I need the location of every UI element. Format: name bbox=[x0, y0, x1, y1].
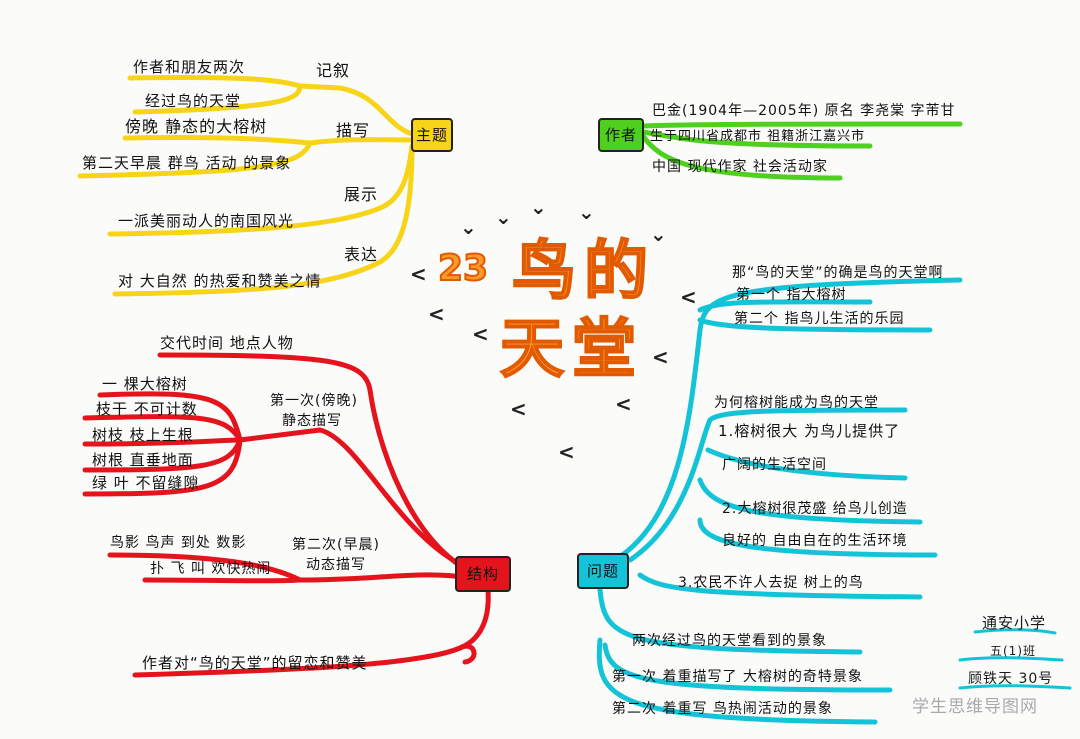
question-item: 第一次 着重描写了 大榕树的奇特景象 bbox=[612, 669, 863, 685]
structure-item: 静态描写 bbox=[282, 413, 342, 429]
bird-icon: < bbox=[410, 262, 427, 286]
title-line1: 鸟的 bbox=[511, 234, 656, 310]
bird-icon: < bbox=[558, 440, 575, 464]
theme-item: 作者和朋友两次 bbox=[133, 58, 246, 76]
structure-branch-lines bbox=[82, 352, 493, 678]
question-item: 广阔的生活空间 bbox=[722, 457, 827, 473]
theme-show-label: 展示 bbox=[344, 185, 379, 204]
structure-item: 作者对“鸟的天堂”的留恋和赞美 bbox=[142, 654, 368, 672]
structure-item: 交代时间 地点人物 bbox=[160, 334, 294, 352]
watermark-text: 学生思维导图网 bbox=[912, 697, 1038, 717]
theme-narrate-label: 记叙 bbox=[316, 61, 351, 80]
question-item: 2.大榕树很茂盛 给鸟儿创造 bbox=[722, 501, 908, 517]
structure-item: 枝干 不可计数 bbox=[96, 400, 198, 418]
bird-icon: < bbox=[615, 392, 632, 416]
question-item: 那“鸟的天堂”的确是鸟的天堂啊 bbox=[732, 265, 944, 281]
bird-icon: < bbox=[510, 397, 527, 421]
theme-item: 对 大自然 的热爱和赞美之情 bbox=[118, 272, 322, 290]
bird-icon: < bbox=[680, 285, 697, 309]
question-item: 两次经过鸟的天堂看到的景象 bbox=[632, 633, 827, 649]
bird-icon: ⌄ bbox=[460, 215, 477, 239]
bird-icon: < bbox=[428, 302, 445, 326]
structure-item: 树根 直垂地面 bbox=[92, 451, 194, 469]
structure-item: 树枝 枝上生根 bbox=[92, 426, 194, 444]
question-item: 第二个 指鸟儿生活的乐园 bbox=[734, 311, 905, 327]
bird-icon: ⌄ bbox=[495, 205, 512, 229]
theme-branch-lines bbox=[77, 74, 415, 297]
structure-item: 鸟影 鸟声 到处 数影 bbox=[110, 535, 247, 551]
question-item: 第一个 指大榕树 bbox=[736, 287, 847, 303]
theme-express-label: 表达 bbox=[344, 245, 379, 264]
question-item: 良好的 自由自在的生活环境 bbox=[722, 533, 908, 549]
question-item: 第二次 着重写 鸟热闹活动的景象 bbox=[612, 701, 833, 717]
author-node[interactable]: 作者 bbox=[598, 118, 644, 152]
question-node[interactable]: 问题 bbox=[577, 553, 629, 589]
signature-class: 五(1)班 bbox=[990, 644, 1036, 658]
question-item: 3.农民不许人去捉 树上的鸟 bbox=[678, 575, 864, 591]
signature-lines bbox=[958, 628, 1072, 690]
bird-icon: ⌄ bbox=[578, 200, 595, 224]
title-line2: 天堂 bbox=[499, 312, 644, 388]
structure-item: 第二次(早晨) bbox=[292, 537, 380, 553]
theme-item: 经过鸟的天堂 bbox=[145, 92, 242, 110]
author-item: 巴金(1904年—2005年) 原名 李尧棠 字芾甘 bbox=[652, 103, 956, 119]
theme-item: 傍晚 静态的大榕树 bbox=[125, 117, 268, 136]
question-item: 为何榕树能成为鸟的天堂 bbox=[714, 395, 879, 411]
structure-item: 第一次(傍晚) bbox=[270, 393, 358, 409]
theme-describe-label: 描写 bbox=[336, 121, 371, 140]
author-branch-lines bbox=[640, 121, 963, 181]
signature-name: 顾铁天 30号 bbox=[968, 671, 1054, 687]
theme-node[interactable]: 主题 bbox=[411, 118, 453, 152]
structure-item: 一 棵大榕树 bbox=[102, 375, 188, 393]
structure-node[interactable]: 结构 bbox=[455, 556, 511, 592]
structure-item: 绿 叶 不留缝隙 bbox=[92, 474, 200, 492]
signature-school: 通安小学 bbox=[982, 614, 1047, 632]
question-branch-lines bbox=[596, 277, 963, 725]
author-item: 中国 现代作家 社会活动家 bbox=[652, 159, 828, 175]
question-item: 1.榕树很大 为鸟儿提供了 bbox=[718, 422, 901, 440]
bird-icon: ⌄ bbox=[650, 222, 667, 246]
bird-icon: < bbox=[472, 322, 489, 346]
theme-item: 第二天早晨 群鸟 活动 的景象 bbox=[82, 154, 292, 172]
bird-icon: ⌄ bbox=[530, 195, 547, 219]
title-number: 23 bbox=[437, 247, 489, 290]
theme-item: 一派美丽动人的南国风光 bbox=[118, 212, 295, 230]
structure-item: 动态描写 bbox=[306, 557, 366, 573]
author-item: 生于四川省成都市 祖籍浙江嘉兴市 bbox=[650, 129, 866, 144]
bird-icon: < bbox=[652, 345, 669, 369]
structure-item: 扑 飞 叫 欢快热闹 bbox=[150, 561, 272, 577]
